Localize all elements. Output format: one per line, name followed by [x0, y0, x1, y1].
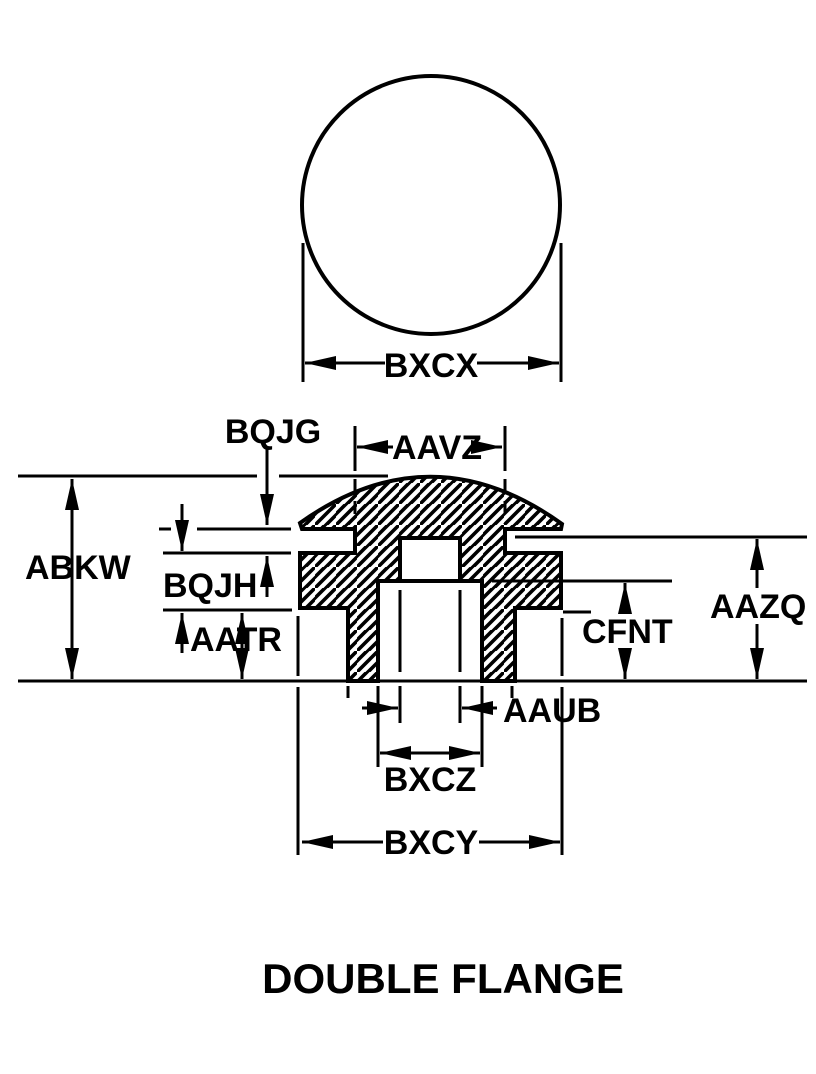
dim-label-abkw: ABKW [25, 549, 132, 587]
top-view: BXCX [300, 74, 563, 385]
dim-label-bxcx: BXCX [384, 347, 479, 385]
dim-label-aazq: AAZQ [710, 588, 806, 626]
top-view-circle [300, 74, 562, 336]
section-inner-hole [398, 536, 462, 583]
extension-lines-vertical [296, 426, 564, 855]
dim-label-bqjh: BQJH [163, 567, 257, 605]
extension-lines-horizontal [18, 474, 807, 683]
dimension-arrows [65, 440, 764, 849]
view-title: DOUBLE FLANGE [262, 955, 624, 1002]
dim-label-aavz: AAVZ [392, 429, 482, 467]
dim-label-aaub: AAUB [503, 692, 601, 730]
dim-label-bqjg: BQJG [225, 413, 321, 451]
dim-label-bxcz: BXCZ [384, 761, 477, 799]
dim-label-aatr: AATR [190, 621, 282, 659]
section-view: BQJG AAVZ ABKW BQJH AATR CFNT AAZQ AAUB … [18, 413, 807, 862]
dim-label-bxcy: BXCY [384, 824, 479, 862]
dim-label-cfnt: CFNT [582, 613, 673, 651]
